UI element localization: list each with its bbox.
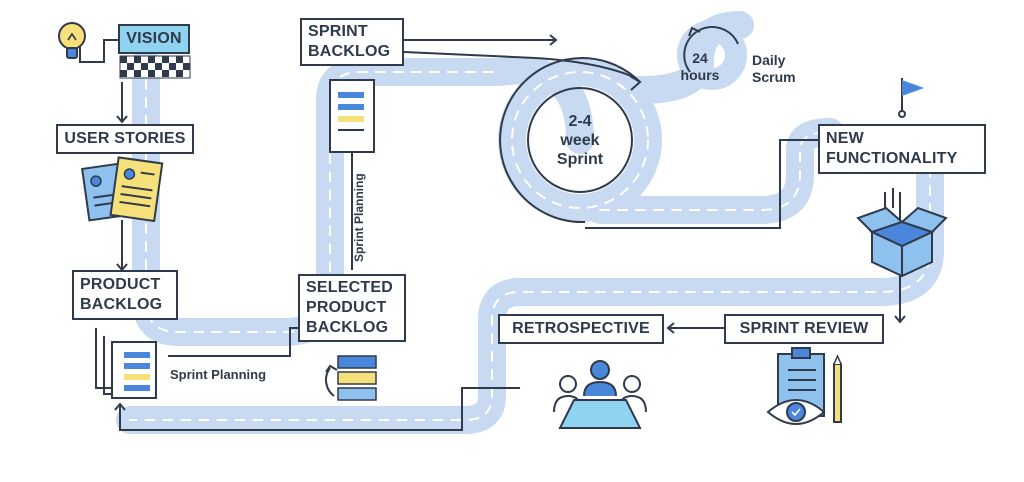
product-backlog-line-2: BACKLOG [80, 296, 163, 313]
sprint-planning-label: Sprint Planning [170, 367, 267, 382]
new-functionality-line-2: FUNCTIONALITY [826, 150, 958, 167]
backlog-to-selected-line [168, 327, 300, 357]
sprint-review-box: SPRINT REVIEW [724, 314, 884, 344]
product-backlog-line-1: PRODUCT [80, 276, 161, 293]
user-stories-label: USER STORIES [64, 130, 186, 147]
bulb-to-vision-line [79, 39, 118, 63]
goal-flag-icon [898, 78, 924, 118]
product-backlog-box: PRODUCT BACKLOG [72, 270, 178, 320]
daily-scrum-label: Daily Scrum [752, 52, 796, 86]
sprint-backlog-line-1: SPRINT [308, 23, 368, 40]
daily-hours-line-1: 24 [692, 50, 708, 66]
sprint-duration-line-1: 2-4 [568, 113, 592, 130]
daily-hours-label: 24 hours [672, 50, 728, 84]
sprint-cycle [499, 26, 739, 224]
sprint-duration-line-2: week [560, 132, 600, 149]
retrospective-box: RETROSPECTIVE [498, 314, 664, 344]
documents-icon [81, 156, 164, 223]
stacked-documents-icon [95, 328, 157, 399]
selected-backlog-line-3: BACKLOG [306, 319, 389, 336]
new-functionality-box: NEW FUNCTIONALITY [818, 124, 986, 174]
user-stories-box: USER STORIES [56, 124, 194, 154]
team-meeting-icon [553, 360, 647, 429]
selected-backlog-line-2: PRODUCT [306, 299, 387, 316]
sprint-duration-line-3: Sprint [556, 151, 604, 168]
sprint-backlog-line-2: BACKLOG [308, 43, 391, 60]
sprint-outer-ring-arrow [499, 57, 641, 224]
vision-to-stories-arrow [116, 82, 128, 124]
layers-icon [325, 355, 377, 401]
review-to-retro-arrow [666, 322, 724, 334]
clipboard-list-icon [329, 79, 375, 153]
sprint-inner-ring [527, 87, 633, 193]
stories-to-backlog-arrow [116, 220, 128, 272]
sprint-loop-dashes [511, 71, 649, 209]
daily-scrum-line-2: Scrum [752, 69, 796, 85]
daily-arrowhead [688, 26, 701, 37]
sprint-backlog-box: SPRINT BACKLOG [300, 18, 404, 66]
retrospective-label: RETROSPECTIVE [512, 320, 650, 337]
vision-box: VISION [118, 24, 190, 54]
sprint-review-label: SPRINT REVIEW [739, 320, 869, 337]
new-functionality-line-1: NEW [826, 130, 864, 147]
sprint-backlog-to-sprint-arrow [404, 34, 558, 46]
selected-backlog-line-1: SELECTED [306, 279, 393, 296]
sprint-backlog-to-sprint-arrow-2 [403, 51, 637, 79]
daily-road-loop [677, 20, 747, 90]
sprint-arrowhead [629, 75, 642, 91]
sprint-planning-vertical-label: Sprint Planning [352, 173, 366, 262]
daily-hours-line-2: hours [680, 67, 720, 83]
checkered-flag-icon [119, 55, 191, 79]
sprint-to-functionality-line [585, 139, 818, 229]
lightbulb-icon [58, 22, 86, 59]
daily-scrum-line-1: Daily [752, 52, 786, 68]
open-box-icon [856, 188, 948, 278]
selected-product-backlog-box: SELECTED PRODUCT BACKLOG [298, 274, 406, 342]
connectors [79, 34, 906, 431]
clipboard-eye-icon [766, 347, 842, 425]
retro-to-backlog-arrow [114, 387, 520, 431]
sprint-duration-label: 2-4 week Sprint [548, 112, 612, 169]
vision-label: VISION [126, 30, 182, 47]
